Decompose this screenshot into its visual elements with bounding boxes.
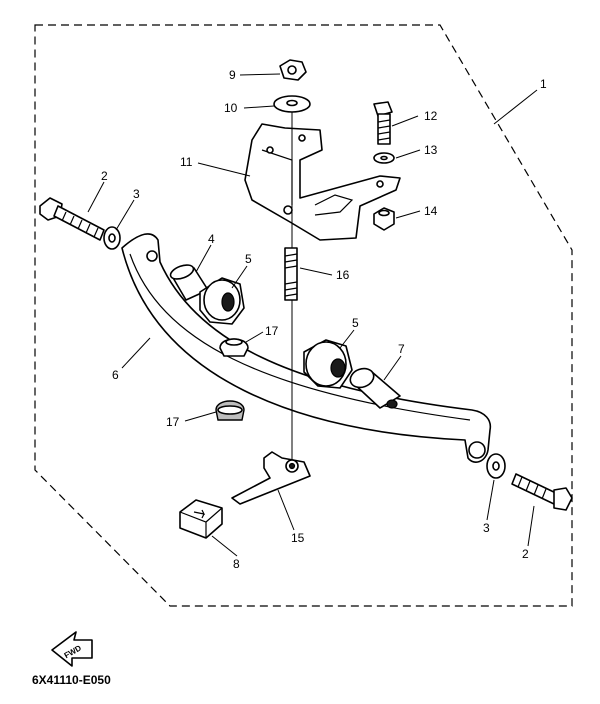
part-3-washer-left bbox=[103, 226, 121, 250]
part-9-nut bbox=[279, 59, 307, 81]
fwd-arrow-icon: FWD bbox=[51, 631, 93, 667]
part-5-grommet-upper bbox=[199, 277, 245, 325]
part-17-cap-upper bbox=[219, 338, 249, 357]
callout-8: 8 bbox=[233, 557, 240, 571]
callout-17-lower: 17 bbox=[166, 415, 180, 429]
assembly-boundary bbox=[34, 24, 573, 607]
callout-7: 7 bbox=[398, 342, 405, 356]
part-7-bushing bbox=[349, 367, 401, 409]
part-16-stud bbox=[284, 247, 298, 301]
callout-10: 10 bbox=[224, 101, 238, 115]
callout-17-upper: 17 bbox=[265, 324, 279, 338]
callout-5-lower: 5 bbox=[352, 316, 359, 330]
leader-lines bbox=[87, 73, 538, 557]
callout-5-upper: 5 bbox=[245, 252, 252, 266]
callout-12: 12 bbox=[424, 109, 438, 123]
part-11-mounting-plate bbox=[244, 123, 401, 241]
part-15-lever bbox=[231, 451, 311, 505]
part-10-washer bbox=[273, 95, 311, 113]
callout-1: 1 bbox=[540, 77, 547, 91]
callout-13: 13 bbox=[424, 143, 438, 157]
callout-2-left: 2 bbox=[101, 169, 108, 183]
part-8-block bbox=[179, 499, 223, 539]
part-3-washer-right bbox=[486, 453, 506, 479]
callout-16: 16 bbox=[336, 268, 350, 282]
part-17-cap-lower bbox=[215, 400, 245, 421]
callout-15: 15 bbox=[291, 531, 305, 545]
part-14-nut bbox=[373, 207, 395, 231]
part-2-bolt-right bbox=[511, 473, 573, 511]
callout-11: 11 bbox=[180, 155, 193, 169]
callout-3-left: 3 bbox=[133, 187, 140, 201]
part-5-grommet-lower bbox=[303, 339, 353, 389]
part-2-bolt-left bbox=[39, 197, 105, 241]
part-13-washer bbox=[373, 152, 395, 164]
callout-2-right: 2 bbox=[522, 547, 529, 561]
diagram-reference-code: 6X41110-E050 bbox=[32, 673, 111, 687]
callout-9: 9 bbox=[229, 68, 236, 82]
part-4-bushing bbox=[169, 264, 209, 301]
callout-3-right: 3 bbox=[483, 521, 490, 535]
callout-4: 4 bbox=[208, 232, 215, 246]
callout-14: 14 bbox=[424, 204, 438, 218]
part-12-bolt bbox=[373, 101, 393, 145]
callout-6: 6 bbox=[112, 368, 119, 382]
